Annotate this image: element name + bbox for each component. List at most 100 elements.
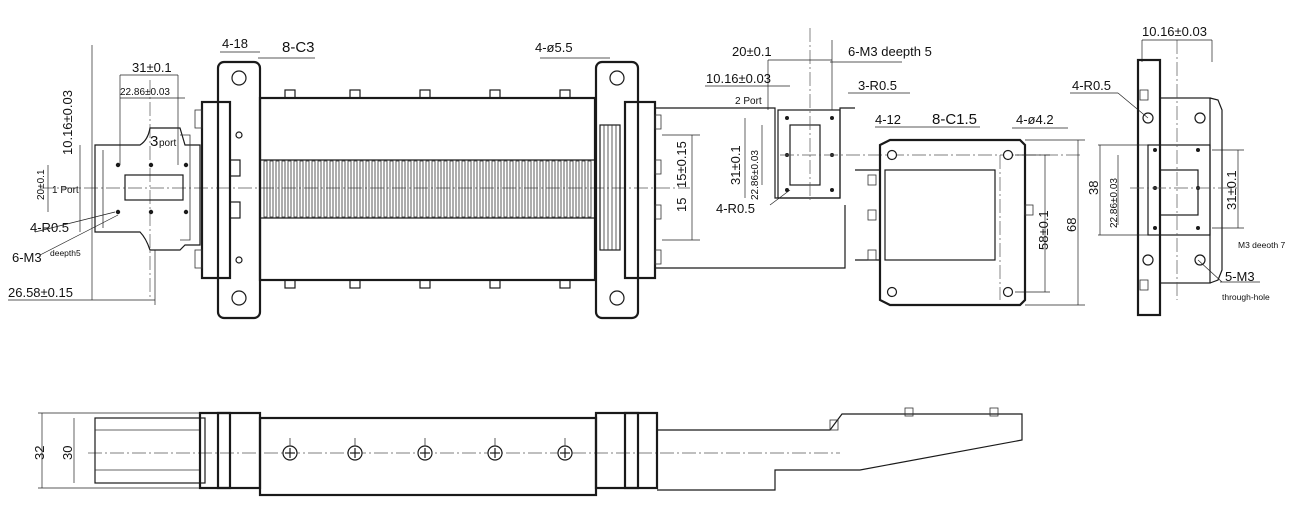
fin — [407, 160, 412, 218]
fin — [551, 160, 556, 218]
p2-dim-8-c1-5: 8-C1.5 — [932, 111, 977, 128]
fin — [419, 160, 424, 218]
fin — [581, 160, 586, 218]
fin — [539, 160, 544, 218]
p2-dim-22-86: 22.86±0.03 — [750, 150, 761, 200]
dim-8-c3: 8-C3 — [282, 39, 315, 56]
fin — [353, 160, 358, 218]
side-view: 10.16±0.03 4-R0.5 38 22.86±0.03 31±0.1 M… — [1070, 24, 1286, 317]
fin — [491, 160, 496, 218]
side-dim-38: 38 — [1086, 181, 1101, 195]
fin — [275, 160, 280, 218]
p2-dim-58: 58±0.1 — [1036, 210, 1051, 250]
side-dim-10-16: 10.16±0.03 — [1142, 24, 1207, 39]
dim-10-16-vertical: 10.16±0.03 — [60, 90, 75, 155]
m3-depth-label: deepth5 — [50, 248, 81, 258]
fin — [389, 160, 394, 218]
fin — [317, 160, 322, 218]
side-through-hole: through-hole — [1222, 292, 1270, 302]
p2-m3-label: 6-M3 deepth 5 — [848, 44, 932, 59]
side-5-m3: 5-M3 — [1225, 269, 1255, 284]
side-r05: 4-R0.5 — [1072, 78, 1111, 93]
body-screws — [284, 89, 571, 289]
screw-head-bottom — [559, 279, 571, 289]
p2-r05-3: 3-R0.5 — [858, 78, 897, 93]
p2-dim-20: 20±0.1 — [732, 44, 772, 59]
fin — [293, 160, 298, 218]
port1-label: 1 Port — [52, 185, 79, 196]
fin — [569, 160, 574, 218]
fin — [527, 160, 532, 218]
fin — [287, 160, 292, 218]
fin — [263, 160, 268, 218]
screw-head-top — [284, 89, 296, 99]
fin — [545, 160, 550, 218]
fin — [449, 160, 454, 218]
bottom-dim-30: 30 — [60, 446, 75, 460]
front-view: 31±0.1 22.86±0.03 10.16±0.03 20±0.1 1 Po… — [8, 36, 700, 320]
bottom-view: 32 30 — [32, 407, 1023, 497]
fin — [485, 160, 490, 218]
side-dim-31: 31±0.1 — [1224, 170, 1239, 210]
fin — [323, 160, 328, 218]
p2-dim-31: 31±0.1 — [728, 145, 743, 185]
fin — [281, 160, 286, 218]
dim-22-86: 22.86±0.03 — [120, 87, 170, 98]
screw-head-bottom — [349, 279, 361, 289]
port3-number: 3 — [150, 133, 158, 150]
fin — [437, 160, 442, 218]
dim-4-phi-5-5: 4-ø5.5 — [535, 40, 573, 55]
fin — [533, 160, 538, 218]
screw-head-top — [559, 89, 571, 99]
fin — [557, 160, 562, 218]
port2-label: 2 Port — [735, 96, 762, 107]
bottom-dim-32: 32 — [32, 446, 47, 460]
dim-20-vertical: 20±0.1 — [36, 169, 47, 200]
screw-head-bottom — [419, 279, 431, 289]
fin — [305, 160, 310, 218]
fin — [473, 160, 478, 218]
fin — [335, 160, 340, 218]
p2-dim-4-phi-4-2: 4-ø4.2 — [1016, 112, 1054, 127]
r05-label: 4-R0.5 — [30, 220, 69, 235]
screw-head-bottom — [489, 279, 501, 289]
fin — [515, 160, 520, 218]
side-dim-22-86: 22.86±0.03 — [1109, 178, 1120, 228]
fin — [347, 160, 352, 218]
fin — [425, 160, 430, 218]
fin — [341, 160, 346, 218]
screw-head-bottom — [284, 279, 296, 289]
fin — [563, 160, 568, 218]
fin — [575, 160, 580, 218]
dim-4-18: 4-18 — [222, 36, 248, 51]
fin — [395, 160, 400, 218]
fin — [521, 160, 526, 218]
fin — [467, 160, 472, 218]
fin — [461, 160, 466, 218]
p2-dim-10-16: 10.16±0.03 — [706, 71, 771, 86]
fin — [431, 160, 436, 218]
fin — [311, 160, 316, 218]
port2-view: 20±0.1 10.16±0.03 2 Port 6-M3 deepth 5 3… — [655, 28, 1085, 307]
fin — [329, 160, 334, 218]
fin — [443, 160, 448, 218]
screw-head-top — [419, 89, 431, 99]
fin — [365, 160, 370, 218]
fin — [479, 160, 484, 218]
fin — [413, 160, 418, 218]
fin — [377, 160, 382, 218]
p2-r05-4: 4-R0.5 — [716, 201, 755, 216]
screw-head-top — [349, 89, 361, 99]
screw-head-top — [489, 89, 501, 99]
fin — [587, 160, 592, 218]
port3-word: port — [159, 138, 176, 149]
m3-label: 6-M3 — [12, 250, 42, 265]
p2-dim-68: 68 — [1064, 218, 1079, 232]
fin — [269, 160, 274, 218]
bottom-screws — [282, 438, 573, 461]
fin — [497, 160, 502, 218]
fin — [401, 160, 406, 218]
fin — [383, 160, 388, 218]
fin — [509, 160, 514, 218]
